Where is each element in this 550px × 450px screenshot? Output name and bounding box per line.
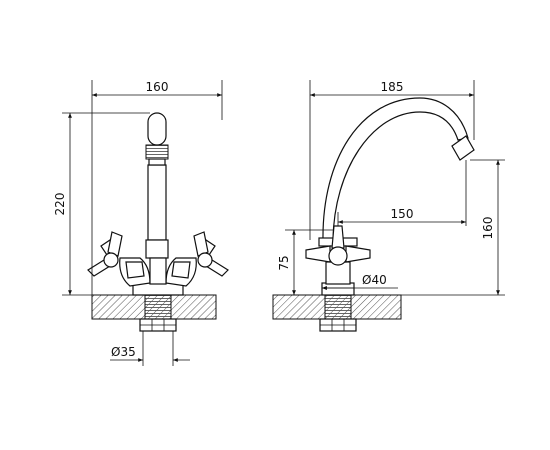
front-left-handle: [87, 231, 123, 277]
side-view: 185 150 160 75 Ø40: [272, 80, 505, 332]
side-spout-outlet: [451, 135, 475, 161]
side-handle: [305, 225, 371, 266]
front-width-label: 160: [146, 80, 169, 94]
front-spout-top: [147, 112, 167, 146]
front-base-diameter-label: Ø35: [111, 345, 136, 359]
front-thread: [144, 294, 172, 320]
side-mixer-body: [321, 282, 355, 296]
front-right-handle: [193, 231, 229, 277]
front-view: 160 220 Ø35: [53, 80, 229, 366]
side-base-diameter-label: Ø40: [362, 273, 387, 287]
front-spout-column: [147, 164, 167, 241]
side-spout-reach-label: 150: [391, 207, 414, 221]
side-thread: [324, 294, 352, 320]
side-spout: [322, 97, 469, 241]
side-handle-height-label: 75: [277, 255, 291, 270]
side-spout-height-label: 160: [481, 217, 495, 240]
side-reach-label: 185: [381, 80, 404, 94]
front-height-label: 220: [53, 193, 67, 216]
front-aerator: [145, 144, 169, 160]
